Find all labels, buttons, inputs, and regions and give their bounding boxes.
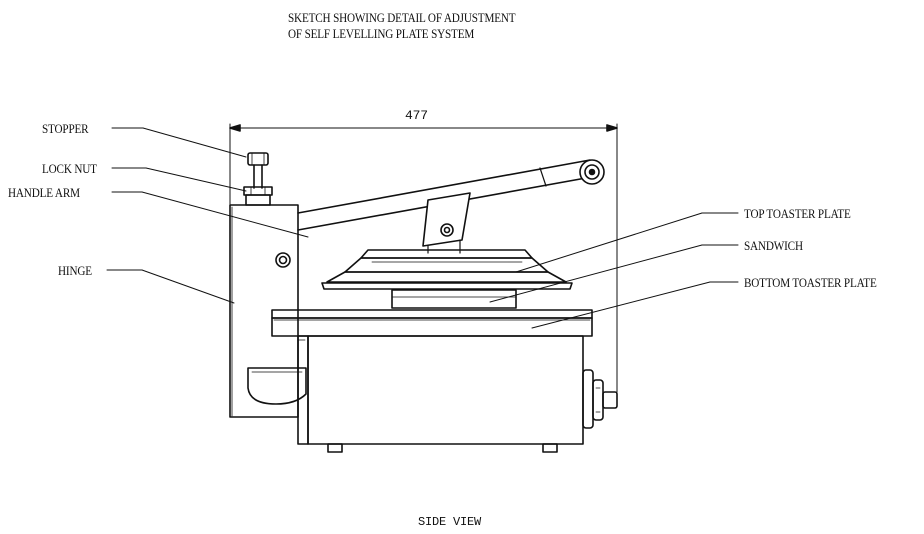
dimension-line (229, 123, 618, 393)
view-caption: SIDE VIEW (418, 515, 482, 529)
dimension-label: 477 (405, 108, 428, 123)
label-hinge: HINGE (58, 263, 92, 278)
label-handle-arm: HANDLE ARM (8, 185, 80, 200)
label-top-toaster-plate: TOP TOASTER PLATE (744, 206, 851, 221)
label-stopper: STOPPER (42, 121, 89, 136)
handle-arm (297, 159, 605, 254)
leader-lines (106, 127, 739, 329)
hinge-post (229, 204, 299, 418)
drip-tray (247, 367, 307, 405)
sandwich (391, 289, 517, 309)
top-toaster-plate (321, 249, 573, 290)
label-sandwich: SANDWICH (744, 238, 803, 253)
bottom-toaster-plate (271, 309, 593, 337)
control-knob (582, 369, 618, 429)
label-lock-nut: LOCK NUT (42, 161, 97, 176)
diagram-title-line-2: OF SELF LEVELLING PLATE SYSTEM (288, 26, 475, 41)
diagram-title-line-1: SKETCH SHOWING DETAIL OF ADJUSTMENT (288, 10, 516, 25)
stopper-assembly (243, 152, 273, 206)
base-body (297, 335, 584, 453)
label-bottom-toaster-plate: BOTTOM TOASTER PLATE (744, 275, 877, 290)
